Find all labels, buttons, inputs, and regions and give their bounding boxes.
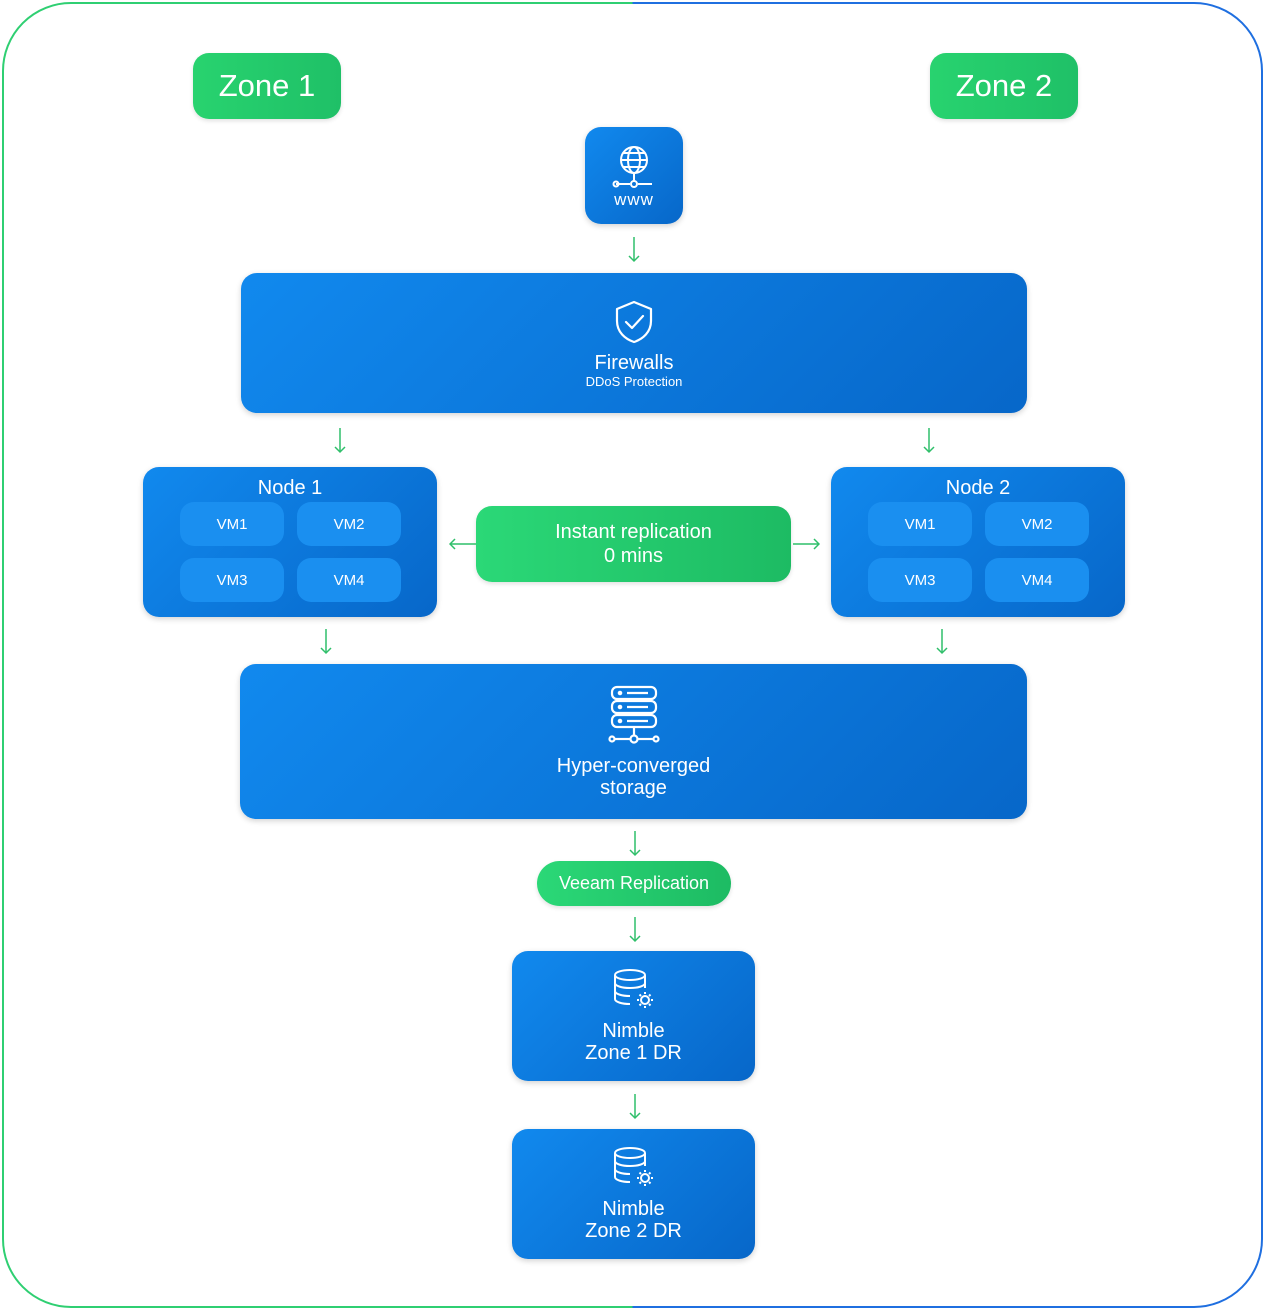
nimble-zone-1-dr: Nimble Zone 1 DR: [512, 951, 755, 1081]
node-2-vm-4: VM4: [985, 558, 1089, 602]
node-1-vm-2: VM2: [297, 502, 401, 546]
node-1-vm-1: VM1: [180, 502, 284, 546]
arrow-down-storage-left: [320, 629, 332, 655]
replication-line-2: 0 mins: [604, 545, 663, 567]
replication-line-1: Instant replication: [555, 521, 712, 543]
server-stack-icon: [607, 685, 660, 744]
arrow-down-www: [628, 237, 640, 263]
arrow-down-nimble2: [629, 1094, 641, 1120]
node-2-vm-2: VM2: [985, 502, 1089, 546]
storage-line-1: Hyper-converged: [556, 754, 711, 777]
zone-2-text: Zone 2: [955, 68, 1053, 103]
zone-2-label: Zone 2: [930, 53, 1078, 119]
firewall-title: Firewalls: [594, 352, 674, 374]
node-2: Node 2 VM1 VM2 VM3 VM4: [831, 467, 1125, 617]
arrow-right-replication: [793, 538, 820, 550]
storage-block: Hyper-converged storage: [240, 664, 1027, 819]
arrow-down-nimble1: [629, 917, 641, 943]
arrow-down-node1: [334, 428, 346, 454]
www-label: www: [614, 189, 654, 209]
node-1: Node 1 VM1 VM2 VM3 VM4: [143, 467, 437, 617]
arrow-down-storage-right: [936, 629, 948, 655]
nimble-2-line-1: Nimble: [602, 1198, 665, 1220]
firewall-subtitle: DDoS Protection: [585, 374, 683, 389]
database-gear-icon: [613, 1147, 653, 1186]
arrow-down-veeam: [629, 831, 641, 857]
storage-line-2: storage: [600, 776, 667, 799]
node-1-title: Node 1: [257, 477, 323, 499]
www-node: www: [585, 127, 683, 224]
database-gear-icon: [613, 969, 653, 1008]
arrow-left-replication: [449, 538, 476, 550]
nimble-zone-2-dr: Nimble Zone 2 DR: [512, 1129, 755, 1259]
zone-1-text: Zone 1: [218, 68, 316, 103]
shield-check-icon: [615, 300, 653, 344]
instant-replication-block: Instant replication 0 mins: [476, 506, 791, 582]
veeam-label: Veeam Replication: [558, 873, 710, 893]
node-1-vm-3: VM3: [180, 558, 284, 602]
arrow-down-node2: [923, 428, 935, 454]
nimble-1-line-1: Nimble: [602, 1020, 665, 1042]
node-1-vm-4: VM4: [297, 558, 401, 602]
node-2-vm-1: VM1: [868, 502, 972, 546]
nimble-2-line-2: Zone 2 DR: [585, 1220, 682, 1242]
node-2-vm-3: VM3: [868, 558, 972, 602]
firewall-block: Firewalls DDoS Protection: [241, 273, 1027, 413]
zone-1-label: Zone 1: [193, 53, 341, 119]
node-2-title: Node 2: [945, 477, 1011, 499]
globe-network-icon: [612, 145, 652, 188]
veeam-replication-block: Veeam Replication: [537, 861, 731, 906]
nimble-1-line-2: Zone 1 DR: [585, 1042, 682, 1064]
